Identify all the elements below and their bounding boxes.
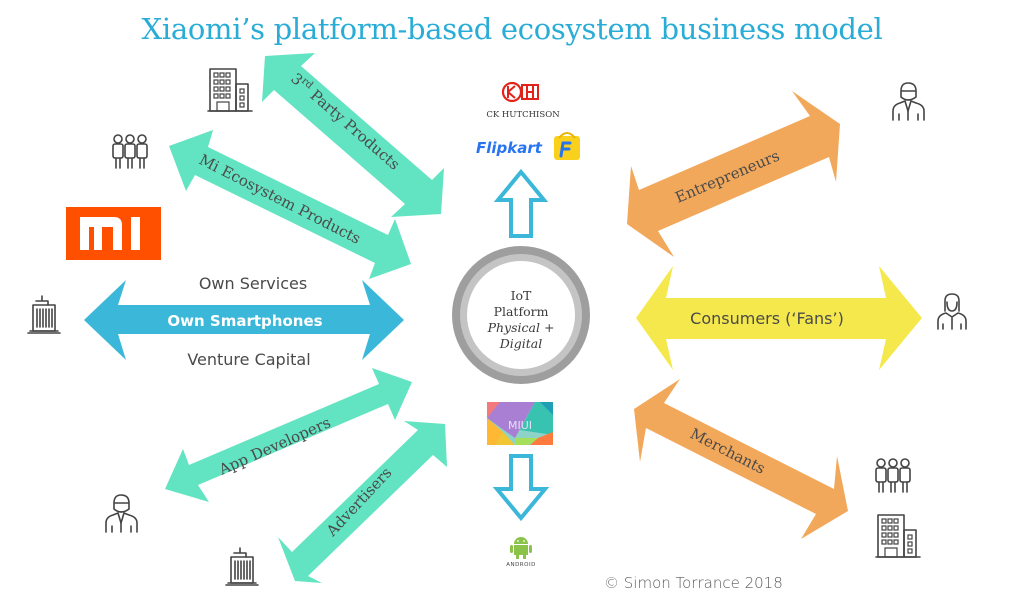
platform-label-iot: IoT (511, 288, 532, 303)
arrow-shape (627, 91, 840, 257)
diagram-title: Xiaomi’s platform-based ecosystem busine… (141, 12, 883, 46)
mi-logo (66, 207, 161, 260)
team-people-icon (875, 458, 911, 493)
platform-label-physical: Physical + (487, 320, 555, 335)
ck-hutchison-logo: CK HUTCHISON (486, 81, 560, 120)
arrow-label-own-smartphones: Own Smartphones (167, 312, 322, 330)
arrow-shape (278, 421, 447, 583)
office-building-icon (875, 514, 921, 558)
arrow-own-smartphones: Own Smartphones (84, 280, 404, 360)
ck-hutchison-text: CK HUTCHISON (486, 110, 560, 120)
platform-label-platform: Platform (494, 304, 549, 319)
up-arrow-icon (493, 168, 549, 238)
miui-text: MIUI (508, 419, 532, 432)
copyright-text: © Simon Torrance 2018 (604, 574, 783, 592)
team-people-icon (112, 134, 148, 169)
arrow-label-consumers: Consumers (‘Fans’) (690, 309, 844, 328)
arrow-shape (634, 379, 848, 539)
android-logo: ANDROID (506, 537, 536, 568)
businessman-icon (105, 494, 138, 533)
platform-core (467, 261, 575, 369)
skyscraper-icon (27, 295, 61, 334)
arrow-shape (169, 130, 411, 279)
android-text: ANDROID (506, 562, 536, 568)
flipkart-text: Flipkart (476, 139, 543, 157)
arrow-shape (636, 266, 922, 370)
platform-label-digital: Digital (499, 336, 543, 351)
office-building-icon (207, 68, 253, 112)
arrow-label-third-party: 3rd Party Products (287, 69, 403, 173)
down-arrow-icon (492, 454, 550, 522)
businessman-icon (892, 82, 925, 121)
label-own-services: Own Services (199, 274, 307, 293)
arrow-shape (84, 280, 404, 360)
arrow-shape (262, 53, 444, 217)
miui-logo: MIUI (487, 402, 553, 445)
skyscraper-icon (225, 547, 259, 586)
arrow-consumers: Consumers (‘Fans’) (636, 266, 922, 370)
arrow-entrepreneurs: Entrepreneurs (627, 91, 840, 257)
iot-platform: IoT Platform Physical + Digital (452, 246, 590, 384)
arrow-label-mi-ecosystem: Mi Ecosystem Products (196, 151, 363, 248)
arrow-advertisers: Advertisers (278, 421, 447, 583)
label-venture-capital: Venture Capital (187, 350, 310, 369)
flipkart-logo: Flipkart (476, 132, 580, 160)
arrow-label-app-developers: App Developers (215, 413, 333, 479)
woman-icon (937, 293, 967, 330)
arrow-shape (165, 368, 412, 502)
arrow-merchants: Merchants (634, 379, 848, 539)
arrow-label-advertisers: Advertisers (322, 464, 395, 541)
